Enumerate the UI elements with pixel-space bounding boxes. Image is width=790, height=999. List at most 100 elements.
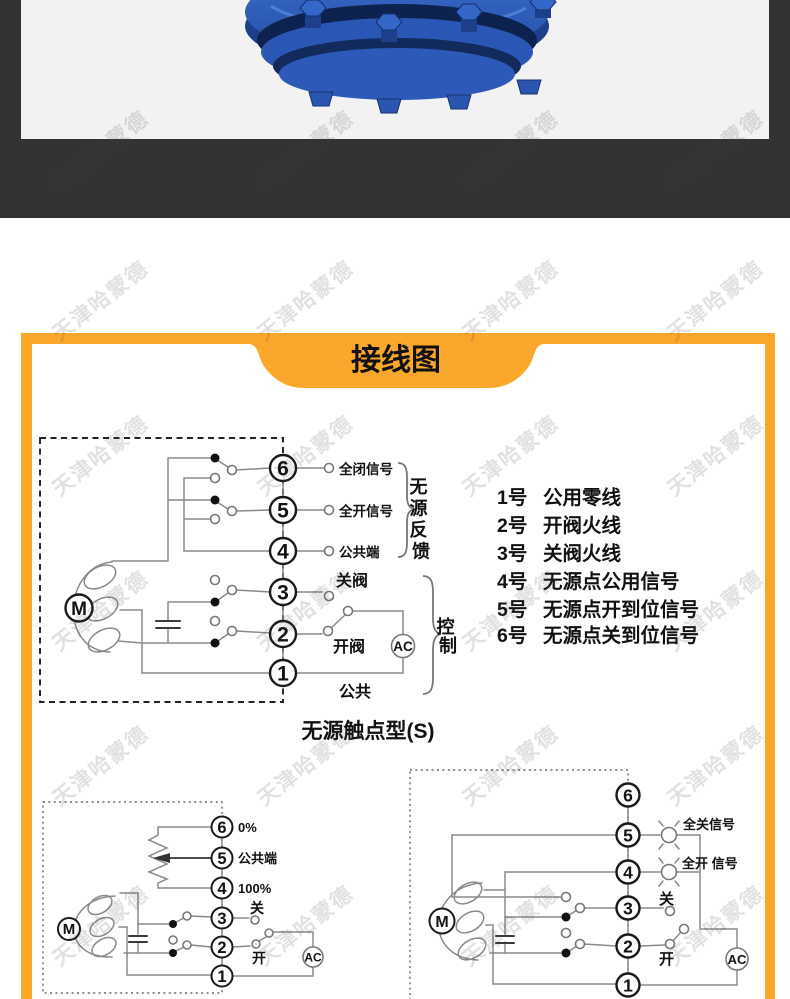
ac-source: AC [302, 946, 324, 968]
terminal-5: 5 [615, 822, 641, 848]
svg-text:1: 1 [623, 976, 633, 996]
svg-text:4: 4 [217, 880, 227, 898]
legend-text-1: 公用零线 [543, 486, 622, 509]
switch-contacts [168, 911, 274, 957]
svg-text:4: 4 [623, 863, 633, 883]
terminal-3: 3 [268, 577, 298, 607]
terminal-1: 1 [210, 964, 234, 988]
feedback-brace [397, 462, 416, 558]
label-open-valve: 开阀 [333, 637, 365, 656]
flange-bolts [299, 0, 557, 42]
terminal-6: 6 [210, 815, 234, 839]
legend-no-5: 5号 [497, 599, 527, 621]
label-common: 公共 [339, 683, 371, 701]
capacitor [128, 935, 148, 943]
label-close: 关 [659, 890, 674, 908]
control-brace [422, 575, 442, 695]
bottom-left-diagram: M AC 6 5 4 3 2 1 0% 公共端 100% 关 开 [42, 801, 324, 994]
motor-label: M [435, 914, 448, 931]
terminal-4: 4 [268, 536, 298, 566]
actuator-dotted-box [409, 769, 629, 999]
label-full-open-signal: 全开 信号 [681, 856, 738, 871]
svg-text:1: 1 [277, 663, 289, 686]
svg-text:6: 6 [277, 458, 289, 481]
svg-text:3: 3 [217, 910, 226, 928]
label-open: 开 [252, 950, 266, 966]
terminal-2: 2 [268, 619, 298, 649]
legend-no-2: 2号 [497, 515, 527, 537]
label-common-terminal: 公共端 [339, 544, 380, 560]
banner-title: 接线图 [351, 344, 441, 377]
feedback-bracket-label: 无 源 反 馈 [409, 477, 432, 562]
label-common-terminal: 公共端 [238, 851, 277, 866]
svg-text:6: 6 [623, 786, 633, 806]
svg-text:5: 5 [623, 826, 633, 846]
switch-contacts [560, 891, 690, 958]
label-0pct: 0% [238, 820, 257, 835]
svg-text:2: 2 [623, 937, 633, 957]
actuator-dotted-box [42, 801, 223, 994]
terminal-6: 6 [268, 453, 298, 483]
lamp-full-open [658, 857, 680, 887]
control-bracket-label: 控 制 [436, 616, 459, 656]
top-diagram: M AC 6 5 4 3 2 1 [39, 437, 459, 743]
hero-dark-band [0, 0, 790, 218]
capacitor [155, 620, 181, 629]
legend-no-3: 3号 [497, 543, 527, 565]
ac-label: AC [393, 639, 413, 654]
svg-text:5: 5 [217, 850, 226, 868]
product-photo [21, 0, 769, 139]
svg-text:3: 3 [623, 899, 633, 919]
motor-label: M [71, 599, 87, 620]
label-open: 开 [659, 951, 674, 968]
terminal-5: 5 [268, 495, 298, 525]
banner-ribbon [21, 333, 775, 388]
terminal-3: 3 [210, 906, 234, 930]
legend-text-4: 无源点公用信号 [543, 570, 680, 593]
valve-body [245, 0, 557, 114]
label-100pct: 100% [238, 881, 272, 896]
svg-text:2: 2 [277, 624, 289, 647]
svg-text:2: 2 [217, 939, 226, 957]
bottom-right-diagram: M AC 6 5 [409, 769, 749, 999]
ac-source: AC [390, 633, 416, 659]
wiring-legend: 1号公用零线 2号开阀火线 3号关阀火线 4号无源点公用信号 5号无源点开到位信… [497, 486, 699, 647]
lamp-full-close [658, 820, 680, 850]
label-close: 关 [250, 900, 264, 916]
legend-text-2: 开阀火线 [543, 514, 622, 537]
ac-label: AC [304, 951, 322, 965]
terminal-5: 5 [210, 846, 234, 870]
terminal-1: 1 [615, 972, 641, 998]
capacitor [495, 935, 515, 944]
actuator-dashed-box [39, 437, 284, 703]
legend-text-5: 无源点开到位信号 [543, 598, 699, 621]
svg-text:5: 5 [277, 500, 289, 523]
legend-no-1: 1号 [497, 487, 527, 509]
frame-left-border [21, 333, 32, 999]
label-close-valve: 关阀 [336, 571, 368, 590]
valve-photo-illustration [245, 0, 557, 114]
terminal-4: 4 [615, 859, 641, 885]
terminal-2: 2 [210, 935, 234, 959]
ac-label: AC [728, 952, 747, 967]
terminal-2: 2 [615, 933, 641, 959]
svg-text:6: 6 [217, 819, 226, 837]
frame-right-border [765, 333, 775, 999]
motor: M [64, 561, 121, 653]
ac-source: AC [725, 947, 749, 971]
legend-no-4: 4号 [497, 571, 527, 593]
svg-text:1: 1 [217, 968, 226, 986]
motor-label: M [63, 921, 76, 938]
terminal-4: 4 [210, 876, 234, 900]
legend-text-6: 无源点关到位信号 [543, 624, 699, 647]
legend-no-6: 6号 [497, 625, 527, 647]
motor: M [428, 881, 487, 961]
wiper-arrow [153, 853, 211, 863]
motor: M [57, 894, 117, 958]
svg-text:4: 4 [277, 541, 289, 564]
legend-text-3: 关阀火线 [543, 542, 622, 565]
terminal-6: 6 [615, 782, 641, 808]
terminal-1: 1 [268, 658, 298, 688]
